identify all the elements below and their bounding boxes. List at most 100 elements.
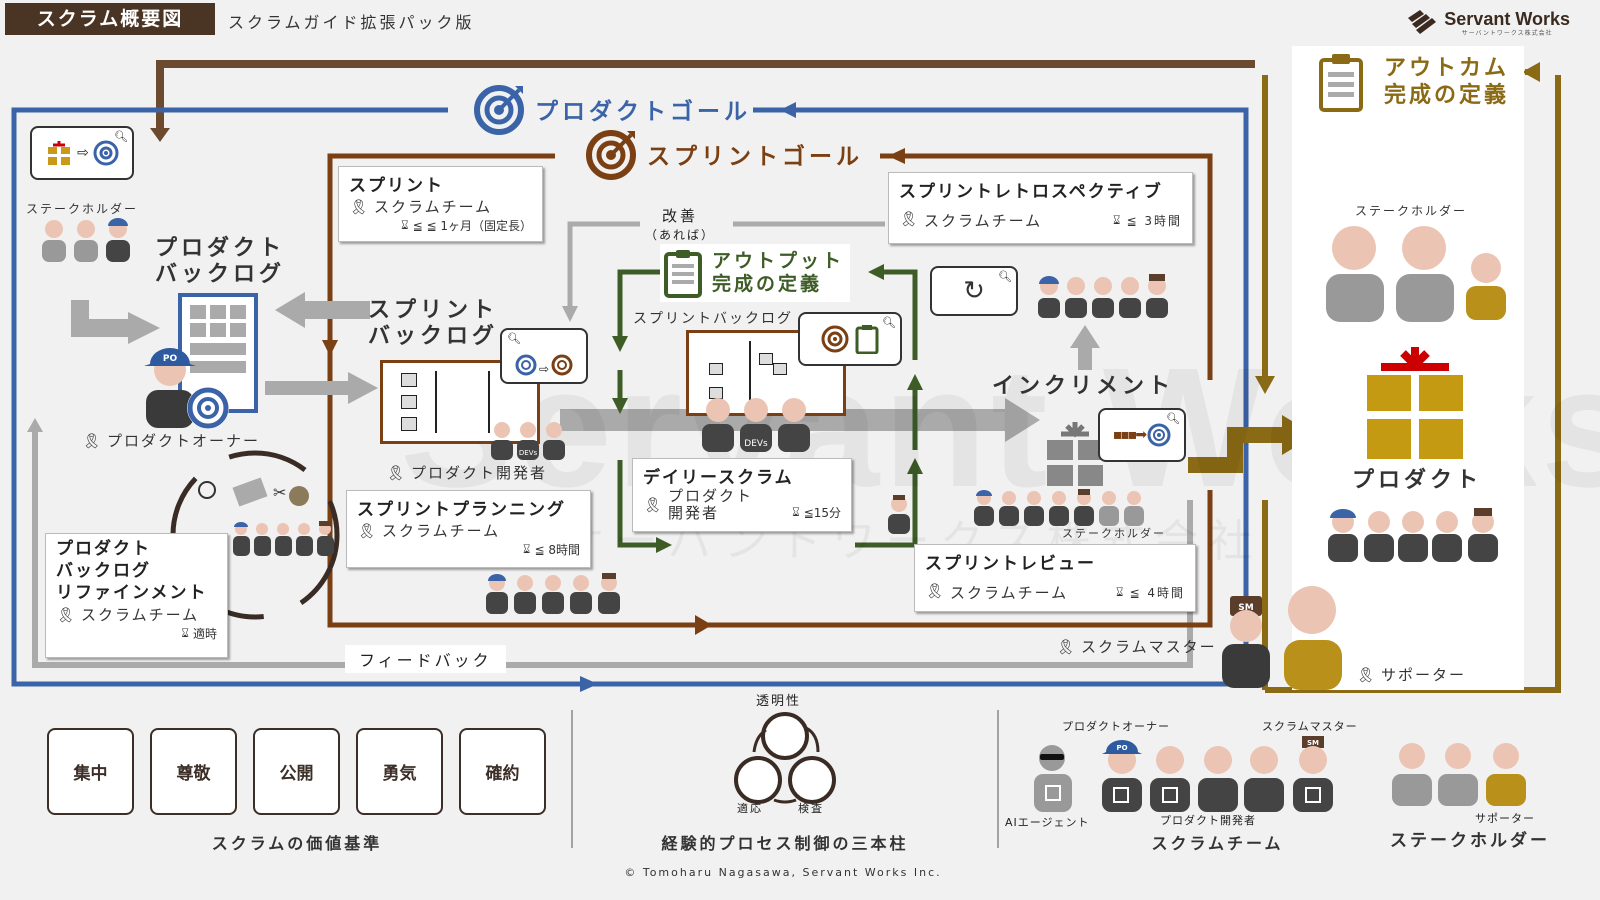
clipboard-icon — [664, 250, 702, 298]
sprint-backlog-label: スプリントバックログ — [633, 311, 793, 327]
refinement-card: プロダクト バックログ リファインメント 🎗︎スクラムチーム ⌛︎適時 — [45, 533, 228, 658]
brown-target-icon — [821, 325, 849, 353]
blue-target-icon — [1147, 423, 1171, 447]
arrow-icon: ⇨ — [77, 145, 89, 161]
product-goal-text: プロダクトゴール — [535, 99, 751, 125]
supporter-figure — [1284, 586, 1342, 690]
pillar-inspection: 検査 — [798, 802, 824, 815]
improvement-arrow — [567, 221, 640, 310]
retro-team-figures — [1038, 274, 1168, 318]
page-subtitle: スクラムガイド拡張パック版 — [228, 13, 475, 32]
magnifier-icon: 🔍︎ — [507, 332, 521, 345]
developers-role-label: 🎗︎プロダクト開発者 — [386, 463, 548, 483]
refinement-team-figures — [233, 521, 334, 556]
blue-target-icon — [515, 354, 537, 376]
po-role-label: 🎗︎プロダクトオーナー — [82, 431, 261, 451]
svg-text:SM: SM — [1238, 603, 1253, 613]
ribbon-icon: 🎗︎ — [643, 495, 665, 514]
svg-text:PO: PO — [163, 354, 178, 364]
pillar-transparency: 透明性 — [756, 694, 802, 709]
ribbon-icon: 🎗︎ — [925, 582, 947, 600]
outcome-stakeholder-label: ステークホルダー — [1355, 204, 1468, 218]
page-title: スクラム概要図 — [5, 3, 215, 35]
daily-dev-figure — [888, 495, 910, 534]
increment-bubble: ▪▪▪➡ 🔍︎ — [1098, 408, 1186, 462]
planning-team-figures — [486, 573, 620, 614]
cycle-icon: ↻ — [963, 276, 985, 306]
blue-target-icon — [93, 140, 119, 166]
product-team-figures — [1328, 508, 1498, 562]
value-respect: 尊敬 — [150, 728, 237, 815]
legend-supporter-label: サポーター — [1475, 812, 1535, 825]
magnifier-icon: 🔍︎ — [114, 130, 128, 143]
outcome-dod: アウトカム 完成の定義 — [1318, 52, 1509, 112]
dod-check-bubble: 🔍︎ — [798, 312, 902, 366]
stakeholder-to-backlog-arrow — [71, 300, 130, 337]
svg-text:SM: SM — [1307, 739, 1319, 747]
hourglass-icon: ⌛︎ — [1112, 213, 1123, 227]
outcome-frame — [1265, 75, 1561, 693]
sprint-goal-label: スプリントゴール — [580, 128, 880, 180]
product-gift-icon — [1367, 347, 1463, 459]
magnifier-icon: 🔍︎ — [1166, 412, 1180, 425]
dashed-arrow-icon: ▪▪▪➡ — [1112, 427, 1147, 443]
brown-target-icon — [586, 130, 636, 180]
copyright: © Tomoharu Nagasawa, Servant Works Inc. — [624, 866, 942, 879]
feedback-label: フィードバック — [345, 645, 506, 673]
hourglass-icon: ⌛︎ — [792, 505, 800, 519]
review-card: スプリントレビュー 🎗︎スクラムチーム ⌛︎≦ 4時間 — [914, 544, 1196, 612]
daily-scrum-card: デイリースクラム 🎗︎ プロダクト開発者 ⌛︎≦15分 — [632, 458, 852, 532]
hourglass-icon: ⌛︎ — [181, 626, 189, 641]
clipboard-icon — [1319, 54, 1363, 112]
logo-mark-icon — [1408, 10, 1437, 34]
stakeholder-people — [42, 218, 130, 262]
logo-name: Servant Works — [1444, 8, 1570, 29]
legend-stakeholder-figures — [1392, 743, 1526, 806]
planning-card: スプリントプランニング 🎗︎スクラムチーム ⌛︎≦ 8時間 — [346, 490, 591, 568]
svg-text:DEVs: DEVs — [519, 449, 538, 457]
sprint-backlog-title: スプリント バックログ — [368, 298, 499, 350]
improvement-label: 改善 （あれば） — [645, 207, 716, 242]
increment-to-product-arrow — [1188, 427, 1285, 473]
sprint-goal-text: スプリントゴール — [647, 144, 863, 170]
product-backlog-title: プロダクト バックログ — [155, 236, 286, 288]
svg-text:✂: ✂ — [273, 483, 286, 502]
value-courage: 勇気 — [356, 728, 443, 815]
brown-target-icon — [551, 354, 573, 376]
ribbon-icon: 🎗︎ — [899, 210, 921, 228]
increment-title: インクリメント — [992, 374, 1175, 399]
gift-icon — [48, 141, 71, 165]
magnifier-icon: 🔍︎ — [998, 270, 1012, 283]
legend-stakeholder-caption: ステークホルダー — [1390, 831, 1550, 851]
ribbon-icon: 🎗︎ — [1356, 665, 1378, 684]
values-caption: スクラムの価値基準 — [211, 834, 383, 853]
refinement-tools-icon: ✂ — [198, 477, 309, 507]
sprint-goal-bubble: 🔍︎ ⇨ — [500, 328, 588, 384]
three-pillars-diagram — [734, 712, 836, 804]
arrow-icon: ⇨ — [538, 362, 550, 376]
ribbon-icon: 🎗︎ — [386, 463, 408, 482]
sprint-frame — [327, 153, 1213, 628]
ribbon-icon: 🎗︎ — [56, 605, 78, 624]
pillar-adaptation: 適応 — [737, 802, 763, 815]
increment-gift-icon — [1047, 422, 1103, 486]
ribbon-icon: 🎗︎ — [349, 197, 371, 216]
scrum-master-role-label: 🎗︎スクラムマスター — [1056, 637, 1217, 657]
product-owner-figure: PO — [144, 348, 196, 428]
retro-bubble: ↻ 🔍︎ — [930, 266, 1018, 316]
outcome-stakeholder-figures — [1326, 226, 1506, 322]
pillars-caption: 経験的プロセス制御の三本柱 — [661, 834, 909, 853]
stakeholder-label: ステークホルダー — [26, 202, 139, 216]
hourglass-icon: ⌛︎ — [401, 218, 409, 232]
daily-team-figures: DEVs — [702, 398, 810, 452]
blue-target-icon — [474, 85, 524, 135]
legend-po-label: プロダクトオーナー — [1062, 720, 1170, 733]
ribbon-icon: 🎗︎ — [1056, 637, 1078, 656]
scrum-values: 集中 尊敬 公開 勇気 確約 — [47, 728, 546, 815]
legend-ai-agent-label: AIエージェント — [1005, 816, 1090, 829]
legend-team-figures: PO SM — [1034, 736, 1333, 812]
clipboard-icon — [855, 325, 879, 354]
servant-works-logo: Servant Works サーバントワークス株式会社 — [1404, 8, 1570, 38]
increment-stakeholder-label: ステークホルダー — [1062, 527, 1166, 540]
